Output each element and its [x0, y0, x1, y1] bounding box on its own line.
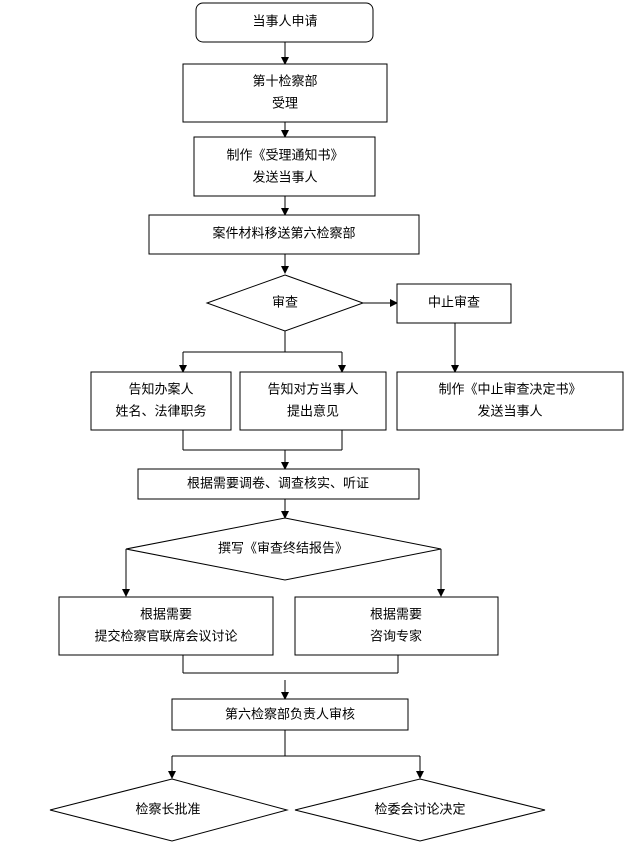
node-joint-meeting: 根据需要 提交检察官联席会议讨论 — [58, 596, 274, 656]
node-suspend-text: 中止审查 — [428, 296, 480, 311]
node-inform-handler-line2: 姓名、法律职务 — [115, 404, 206, 420]
node-dept10-line1: 第十检察部 — [252, 75, 317, 90]
node-joint-meeting-line2: 提交检察官联席会议讨论 — [94, 629, 237, 645]
node-chief-approve: 检察长批准 — [49, 778, 289, 842]
node-joint-meeting-line1: 根据需要 — [140, 608, 192, 623]
node-consult-line1: 根据需要 — [370, 608, 422, 623]
node-inform-party-line2: 提出意见 — [287, 404, 339, 420]
node-chief-approve-text: 检察长批准 — [135, 803, 200, 818]
node-committee-text: 检委会讨论决定 — [374, 803, 465, 818]
node-inform-party: 告知对方当事人 提出意见 — [239, 371, 387, 431]
node-suspend-doc-line1: 制作《中止审查决定书》 — [438, 383, 581, 398]
node-head-review: 第六检察部负责人审核 — [171, 698, 409, 731]
node-transfer-text: 案件材料移送第六检察部 — [212, 227, 355, 242]
node-review-text: 审查 — [272, 296, 298, 311]
node-review: 审查 — [205, 274, 365, 332]
node-suspend-doc-line2: 发送当事人 — [477, 404, 542, 420]
node-investigate-text: 根据需要调卷、调查核实、听证 — [187, 476, 369, 492]
connectors — [122, 42, 459, 779]
node-suspend-doc: 制作《中止审查决定书》 发送当事人 — [396, 371, 624, 431]
node-inform-party-line1: 告知对方当事人 — [267, 382, 358, 398]
node-inform-handler: 告知办案人 姓名、法律职务 — [90, 371, 232, 431]
node-consult: 根据需要 咨询专家 — [294, 596, 499, 656]
node-head-review-text: 第六检察部负责人审核 — [225, 708, 355, 723]
node-notice-line2: 发送当事人 — [252, 170, 317, 186]
node-notice: 制作《受理通知书》 发送当事人 — [193, 136, 376, 197]
node-dept10-line2: 受理 — [272, 97, 298, 112]
node-transfer: 案件材料移送第六检察部 — [148, 214, 420, 255]
node-committee: 检委会讨论决定 — [294, 778, 546, 842]
node-dept10: 第十检察部 受理 — [182, 63, 388, 123]
node-applicant: 当事人申请 — [195, 2, 374, 43]
node-report: 撰写《审查终结报告》 — [125, 517, 442, 581]
node-notice-line1: 制作《受理通知书》 — [226, 148, 343, 164]
node-inform-handler-line1: 告知办案人 — [128, 382, 193, 398]
node-applicant-text: 当事人申请 — [252, 15, 317, 30]
node-consult-line2: 咨询专家 — [370, 629, 422, 645]
node-report-text: 撰写《审查终结报告》 — [218, 541, 348, 557]
node-suspend: 中止审查 — [396, 283, 512, 324]
node-investigate: 根据需要调卷、调查核实、听证 — [137, 468, 420, 500]
